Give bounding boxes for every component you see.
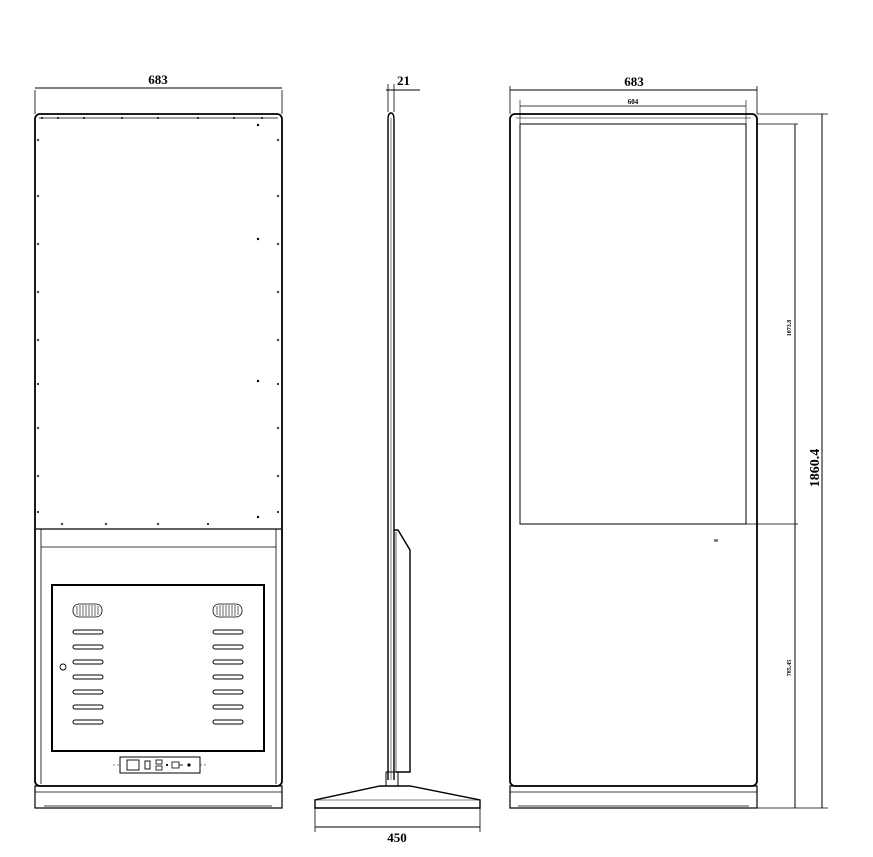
io-port-panel: [113, 756, 207, 774]
vent-slots-left: [72, 629, 104, 725]
front-access-door: [51, 584, 265, 752]
total-height-label: 1860.4: [808, 449, 823, 488]
lan-port-icon: [155, 759, 163, 765]
door-lock-icon: [59, 663, 67, 671]
side-rear-housing: [394, 529, 411, 773]
front-width-label: 683: [148, 72, 168, 87]
front-body-outline: [34, 113, 283, 787]
screen-body-outline: [509, 113, 758, 787]
speaker-grille-right: [212, 603, 243, 618]
front-view: 683: [34, 72, 283, 809]
side-depth-label: 21: [397, 73, 410, 88]
screen-inner-width-label: 604: [628, 98, 639, 106]
small-mark: 00: [714, 538, 718, 543]
power-led-icon: [187, 763, 191, 767]
screen-width-label: 683: [624, 74, 644, 89]
usb-port-icon: [144, 760, 151, 770]
front-base: [34, 785, 283, 809]
side-base-label: 450: [387, 830, 407, 845]
display-area: [519, 123, 747, 525]
power-port-icon: [171, 761, 180, 769]
screen-view: 683 604 00 1073.8 785.45 1860.4: [509, 74, 828, 809]
vent-slots-right: [212, 629, 244, 725]
side-body-front: [387, 112, 395, 780]
speaker-grille-left: [72, 603, 103, 618]
lower-height-label: 785.45: [787, 660, 793, 677]
screen-base: [509, 785, 758, 809]
screen-height-label: 1073.8: [787, 320, 793, 337]
front-screw-dots: [37, 117, 279, 525]
side-base-foot: [314, 785, 481, 809]
hdmi-port-icon: [126, 759, 140, 771]
side-view: 21 450: [314, 73, 481, 845]
